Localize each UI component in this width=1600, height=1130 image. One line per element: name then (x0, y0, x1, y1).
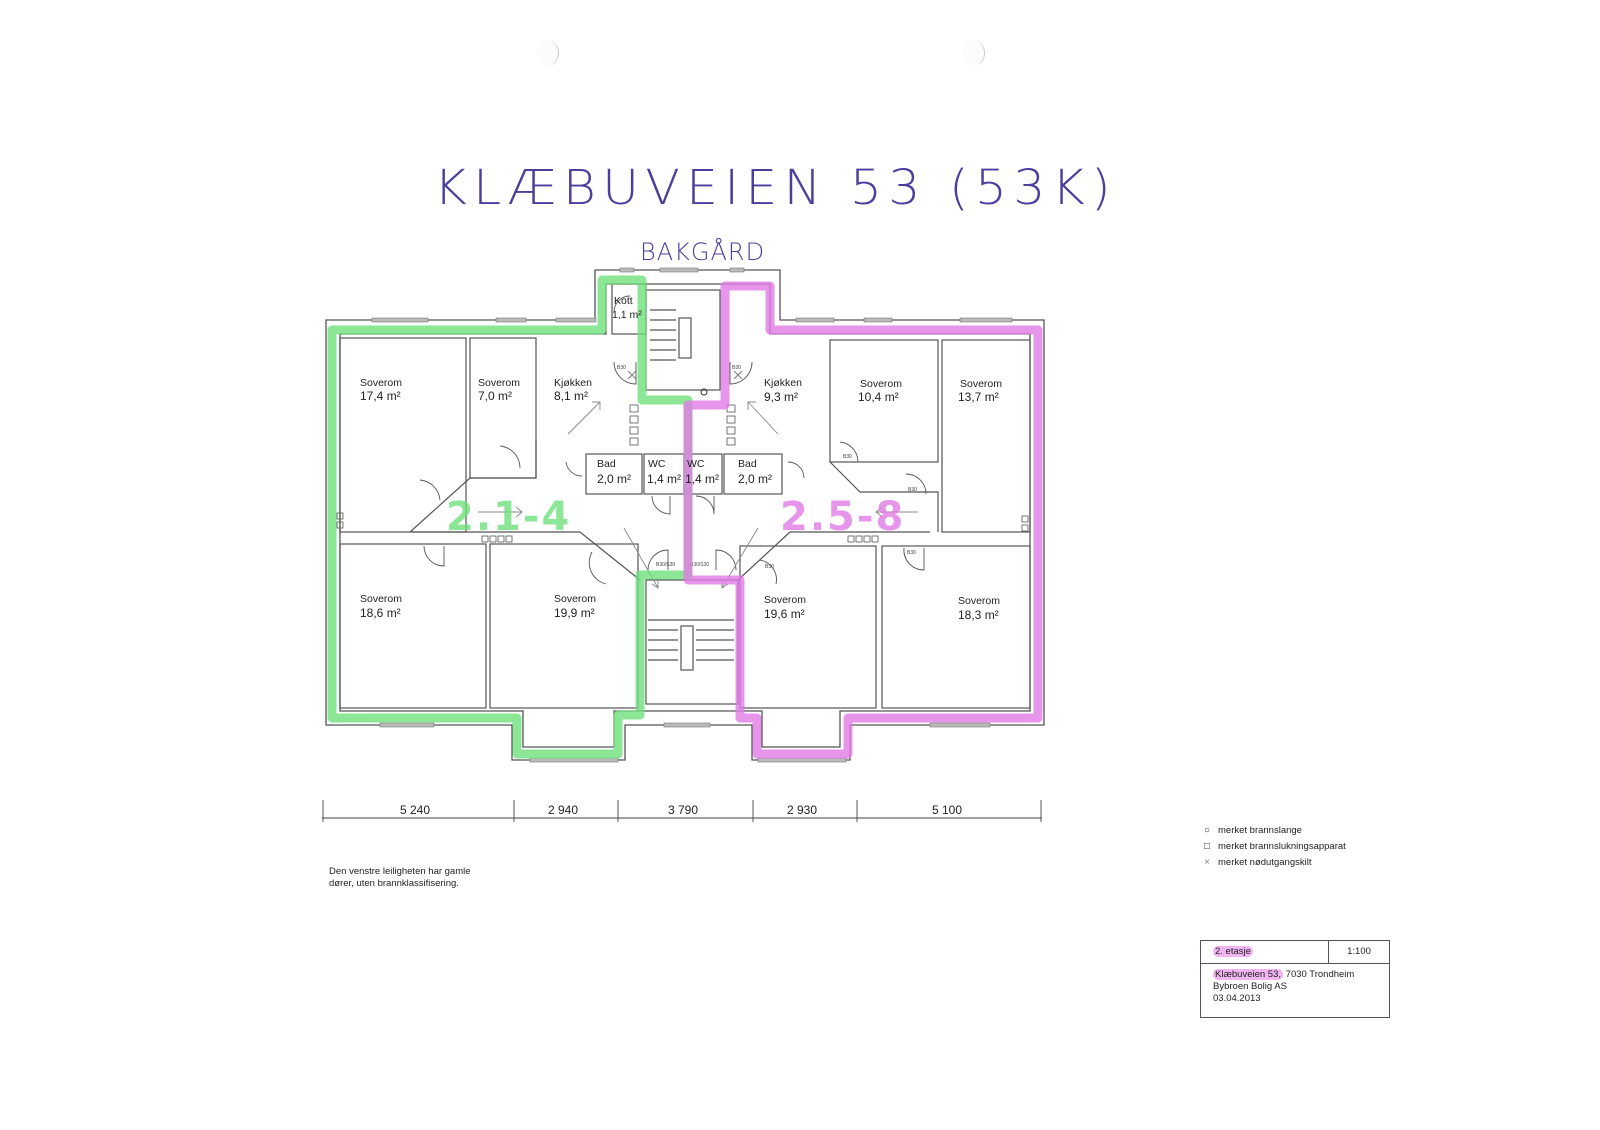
door-code: B30 (843, 454, 852, 460)
address: Klæbuveien 53, 7030 Trondheim (1213, 969, 1355, 980)
courtyard-label: BAKGÅRD (640, 238, 766, 266)
date: 03.04.2013 (1213, 993, 1261, 1004)
door-classification-note: Den venstre leiligheten har gamle dører,… (329, 866, 471, 889)
svg-text:Kjøkken: Kjøkken (554, 377, 592, 389)
dimension-values: 5 240 2 940 3 790 2 930 5 100 (400, 803, 962, 817)
door-codes: B30 B30 B30 B30 B30 B30 B30/S30 B30/S30 (617, 365, 917, 570)
legend-item-fire-hose: ○merket brannslange (1200, 822, 1346, 838)
svg-text:2,0 m²: 2,0 m² (597, 472, 631, 486)
svg-text:18,6 m²: 18,6 m² (360, 606, 401, 620)
svg-text:Kjøkken: Kjøkken (764, 377, 802, 389)
svg-text:3 790: 3 790 (668, 803, 698, 817)
svg-text:19,6 m²: 19,6 m² (764, 607, 805, 621)
svg-text:Soverom: Soverom (960, 378, 1002, 390)
door-code: B30 (908, 487, 917, 493)
floor-label: 2. etasje (1213, 946, 1253, 957)
svg-text:WC: WC (687, 458, 705, 470)
svg-text:Soverom: Soverom (360, 593, 402, 605)
svg-text:Soverom: Soverom (764, 594, 806, 606)
legend: ○merket brannslange □merket brannsluknin… (1200, 822, 1346, 870)
owner: Bybroen Bolig AS (1213, 981, 1287, 992)
door-code: B30 (617, 365, 626, 371)
svg-text:Bad: Bad (597, 458, 616, 470)
punch-hole-right (962, 40, 985, 66)
svg-text:Soverom: Soverom (860, 378, 902, 390)
interior-walls (339, 283, 1031, 709)
door-code: B30/S30 (690, 562, 709, 568)
right-unit-highlight (683, 281, 1043, 759)
svg-text:1,4 m²: 1,4 m² (685, 472, 719, 486)
svg-text:17,4 m²: 17,4 m² (360, 389, 401, 403)
svg-text:1,4 m²: 1,4 m² (647, 472, 681, 486)
svg-text:8,1 m²: 8,1 m² (554, 389, 588, 403)
right-unit-label: 2.5-8 (780, 494, 905, 540)
svg-text:19,9 m²: 19,9 m² (554, 606, 595, 620)
svg-text:Soverom: Soverom (478, 377, 520, 389)
svg-text:13,7 m²: 13,7 m² (958, 390, 999, 404)
legend-item-extinguisher: □merket brannslukningsapparat (1200, 838, 1346, 854)
scale-label: 1:100 (1347, 946, 1371, 957)
cross-icon: × (1204, 856, 1210, 868)
exterior-walls (325, 269, 1045, 761)
svg-text:7,0 m²: 7,0 m² (478, 389, 512, 403)
svg-text:5 240: 5 240 (400, 803, 430, 817)
door-code: B30 (907, 550, 916, 556)
svg-text:Soverom: Soverom (360, 377, 402, 389)
svg-text:18,3 m²: 18,3 m² (958, 608, 999, 622)
svg-text:9,3 m²: 9,3 m² (764, 390, 798, 404)
svg-text:2 930: 2 930 (787, 803, 817, 817)
square-icon: □ (1203, 840, 1211, 852)
svg-text:WC: WC (648, 458, 666, 470)
dimension-line (322, 800, 1042, 822)
room-wc: WC 1,4 m² (647, 458, 681, 486)
room-bad: Bad 2,0 m² (738, 458, 772, 486)
svg-text:10,4 m²: 10,4 m² (858, 390, 899, 404)
door-code: B30 (765, 564, 774, 570)
left-unit-label: 2.1-4 (446, 494, 571, 540)
svg-text:Kott: Kott (614, 295, 633, 307)
circle-icon: ○ (1203, 824, 1211, 836)
svg-text:2,0 m²: 2,0 m² (738, 472, 772, 486)
page-title: KLÆBUVEIEN 53 (53K) (433, 160, 1117, 216)
windows (371, 267, 1013, 763)
door-code: B30/S30 (656, 562, 675, 568)
fire-extinguisher-markers (336, 404, 1029, 543)
legend-item-exit-sign: ×merket nødutgangskilt (1200, 854, 1346, 870)
svg-text:1,1 m²: 1,1 m² (612, 309, 642, 321)
room-wc: WC 1,4 m² (685, 458, 719, 486)
door-code: B30 (732, 365, 741, 371)
fire-hose-marker (700, 388, 708, 396)
doors (419, 295, 927, 585)
svg-text:Soverom: Soverom (958, 595, 1000, 607)
svg-text:Soverom: Soverom (554, 593, 596, 605)
punch-hole-left (536, 40, 559, 66)
title-block: 2. etasje 1:100 Klæbuveien 53, 7030 Tron… (1200, 940, 1390, 1018)
svg-text:5 100: 5 100 (932, 803, 962, 817)
room-bad: Bad 2,0 m² (597, 458, 631, 486)
svg-text:2 940: 2 940 (548, 803, 578, 817)
exit-sign-markers (627, 370, 743, 380)
room-kott: Kott 1,1 m² (612, 295, 642, 321)
svg-text:Bad: Bad (738, 458, 757, 470)
